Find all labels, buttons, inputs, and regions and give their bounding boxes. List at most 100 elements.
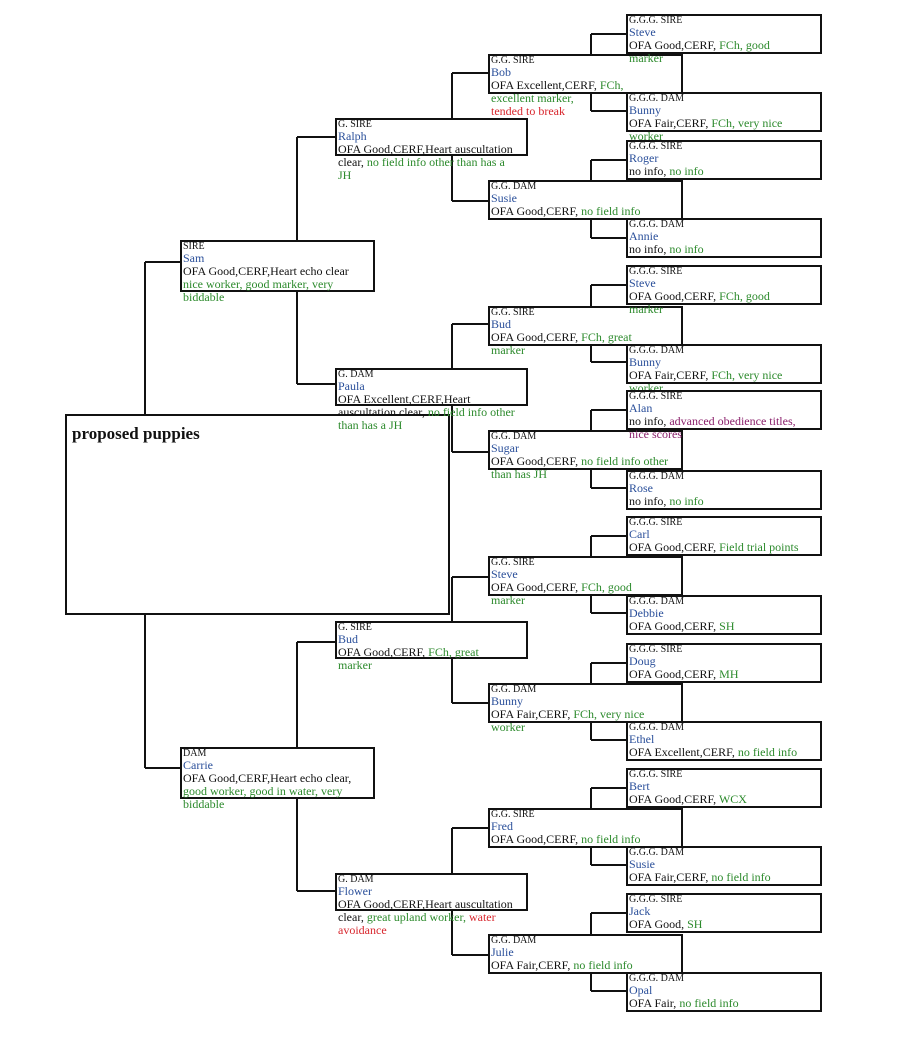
dog-role: G.G.G. SIRE <box>629 894 683 905</box>
dog-field-note: WCX <box>716 792 747 806</box>
dog-note-line: than has JH <box>491 467 547 481</box>
dog-health-text: OFA Good,CERF,Heart echo clear <box>183 264 349 278</box>
dog-field-note: no field info other <box>578 454 669 468</box>
dog-name: Bunny <box>629 355 662 369</box>
dog-box <box>335 873 528 911</box>
dog-box <box>488 54 683 94</box>
dog-role: G.G.G. DAM <box>629 219 684 230</box>
dog-name: Rose <box>629 481 653 495</box>
dog-box <box>626 390 822 430</box>
dog-field-note: FCh, good <box>716 38 770 52</box>
dog-health: OFA Good,CERF, Field trial points <box>629 541 799 554</box>
dog-health: OFA Good,CERF,Heart auscultation <box>338 898 513 911</box>
dog-health: OFA Fair,CERF, FCh, very nice <box>629 369 782 382</box>
dog-health: OFA Good, SH <box>629 918 702 931</box>
dog-role: G.G.G. SIRE <box>629 266 683 277</box>
dog-health: OFA Fair,CERF, no field info <box>491 959 633 972</box>
dog-field-note: no info <box>666 494 704 508</box>
dog-role: G. DAM <box>338 874 374 885</box>
dog-role: G. DAM <box>338 369 374 380</box>
dog-role: G.G.G. DAM <box>629 722 684 733</box>
dog-name: Steve <box>629 276 656 290</box>
dog-box <box>626 265 822 305</box>
dog-health: OFA Good,CERF, FCh, good <box>491 581 632 594</box>
dog-role: G.G.G. SIRE <box>629 644 683 655</box>
dog-health-text: OFA Good,CERF,Heart auscultation <box>338 897 513 911</box>
dog-health-text: OFA Good,CERF, <box>491 204 579 218</box>
dog-box <box>335 621 528 659</box>
dog-box <box>626 595 822 635</box>
dog-box <box>488 430 683 470</box>
dog-box <box>488 934 683 974</box>
dog-note-line: JH <box>338 168 352 182</box>
dog-health-text: no info, <box>629 242 667 256</box>
dog-name: Alan <box>629 401 653 415</box>
dog-box <box>626 470 822 510</box>
dog-field-note: no field info <box>734 745 798 759</box>
dog-role: G.G.G. DAM <box>629 471 684 482</box>
dog-field-note: no field info <box>578 832 641 846</box>
dog-field-note: FCh, great <box>425 645 479 659</box>
dog-role: G.G.G. DAM <box>629 596 684 607</box>
dog-health-text: OFA Good,CERF, <box>491 330 579 344</box>
dog-health: OFA Excellent,CERF, FCh, <box>491 79 624 92</box>
dog-name: Susie <box>491 191 518 205</box>
dog-note-line: marker <box>629 51 663 65</box>
dog-role: G.G. SIRE <box>491 55 535 66</box>
dog-field-note: no field info <box>578 204 641 218</box>
dog-role: G. SIRE <box>338 622 372 633</box>
dog-box <box>626 721 822 761</box>
dog-role: G.G. DAM <box>491 935 537 946</box>
dog-box <box>626 516 822 556</box>
dog-box <box>626 643 822 683</box>
proposed-puppies-label: proposed puppies <box>72 424 200 443</box>
dog-health-text: OFA Good,CERF,Heart echo clear, <box>183 771 352 785</box>
dog-box <box>488 683 683 723</box>
dog-name: Doug <box>629 654 656 668</box>
dog-name: Ralph <box>338 129 367 143</box>
dog-note-line: clear, no field info other than has a <box>338 155 505 169</box>
dog-field-note: FCh, great <box>578 330 632 344</box>
dog-box <box>180 747 375 799</box>
dog-health: OFA Fair,CERF, FCh, very nice <box>629 117 782 130</box>
dog-health: no info, no info <box>629 165 704 178</box>
dog-role: G.G.G. SIRE <box>629 391 683 402</box>
dog-name: Steve <box>629 25 656 39</box>
dog-name: Annie <box>629 229 659 243</box>
dog-health: OFA Fair,CERF, no field info <box>629 871 771 884</box>
dog-note-line: excellent marker, <box>491 91 574 105</box>
dog-note-line: nice scores <box>629 427 682 441</box>
dog-box <box>488 306 683 346</box>
dog-role: G.G. DAM <box>491 684 537 695</box>
dog-role: G.G.G. DAM <box>629 345 684 356</box>
dog-box <box>335 118 528 156</box>
dog-box <box>488 808 683 848</box>
dog-note-line: marker <box>338 658 372 672</box>
dog-note-line: biddable <box>183 290 225 304</box>
dog-name: Debbie <box>629 606 664 620</box>
dog-health-text: OFA Good,CERF,Heart auscultation <box>338 142 513 156</box>
dog-health-text: OFA Good,CERF, <box>629 38 717 52</box>
dog-field-note: advanced obedience titles, <box>666 414 796 428</box>
dog-role: SIRE <box>183 241 205 252</box>
dog-role: G.G. DAM <box>491 431 537 442</box>
dog-health-text: OFA Good,CERF, <box>491 454 579 468</box>
dog-box <box>626 218 822 258</box>
dog-note-line: marker <box>491 593 525 607</box>
dog-health-text: no info, <box>629 164 667 178</box>
dog-health: OFA Good,CERF, FCh, good <box>629 290 770 303</box>
dog-health-text: OFA Good,CERF, <box>629 540 717 554</box>
dog-role: G.G.G. DAM <box>629 973 684 984</box>
